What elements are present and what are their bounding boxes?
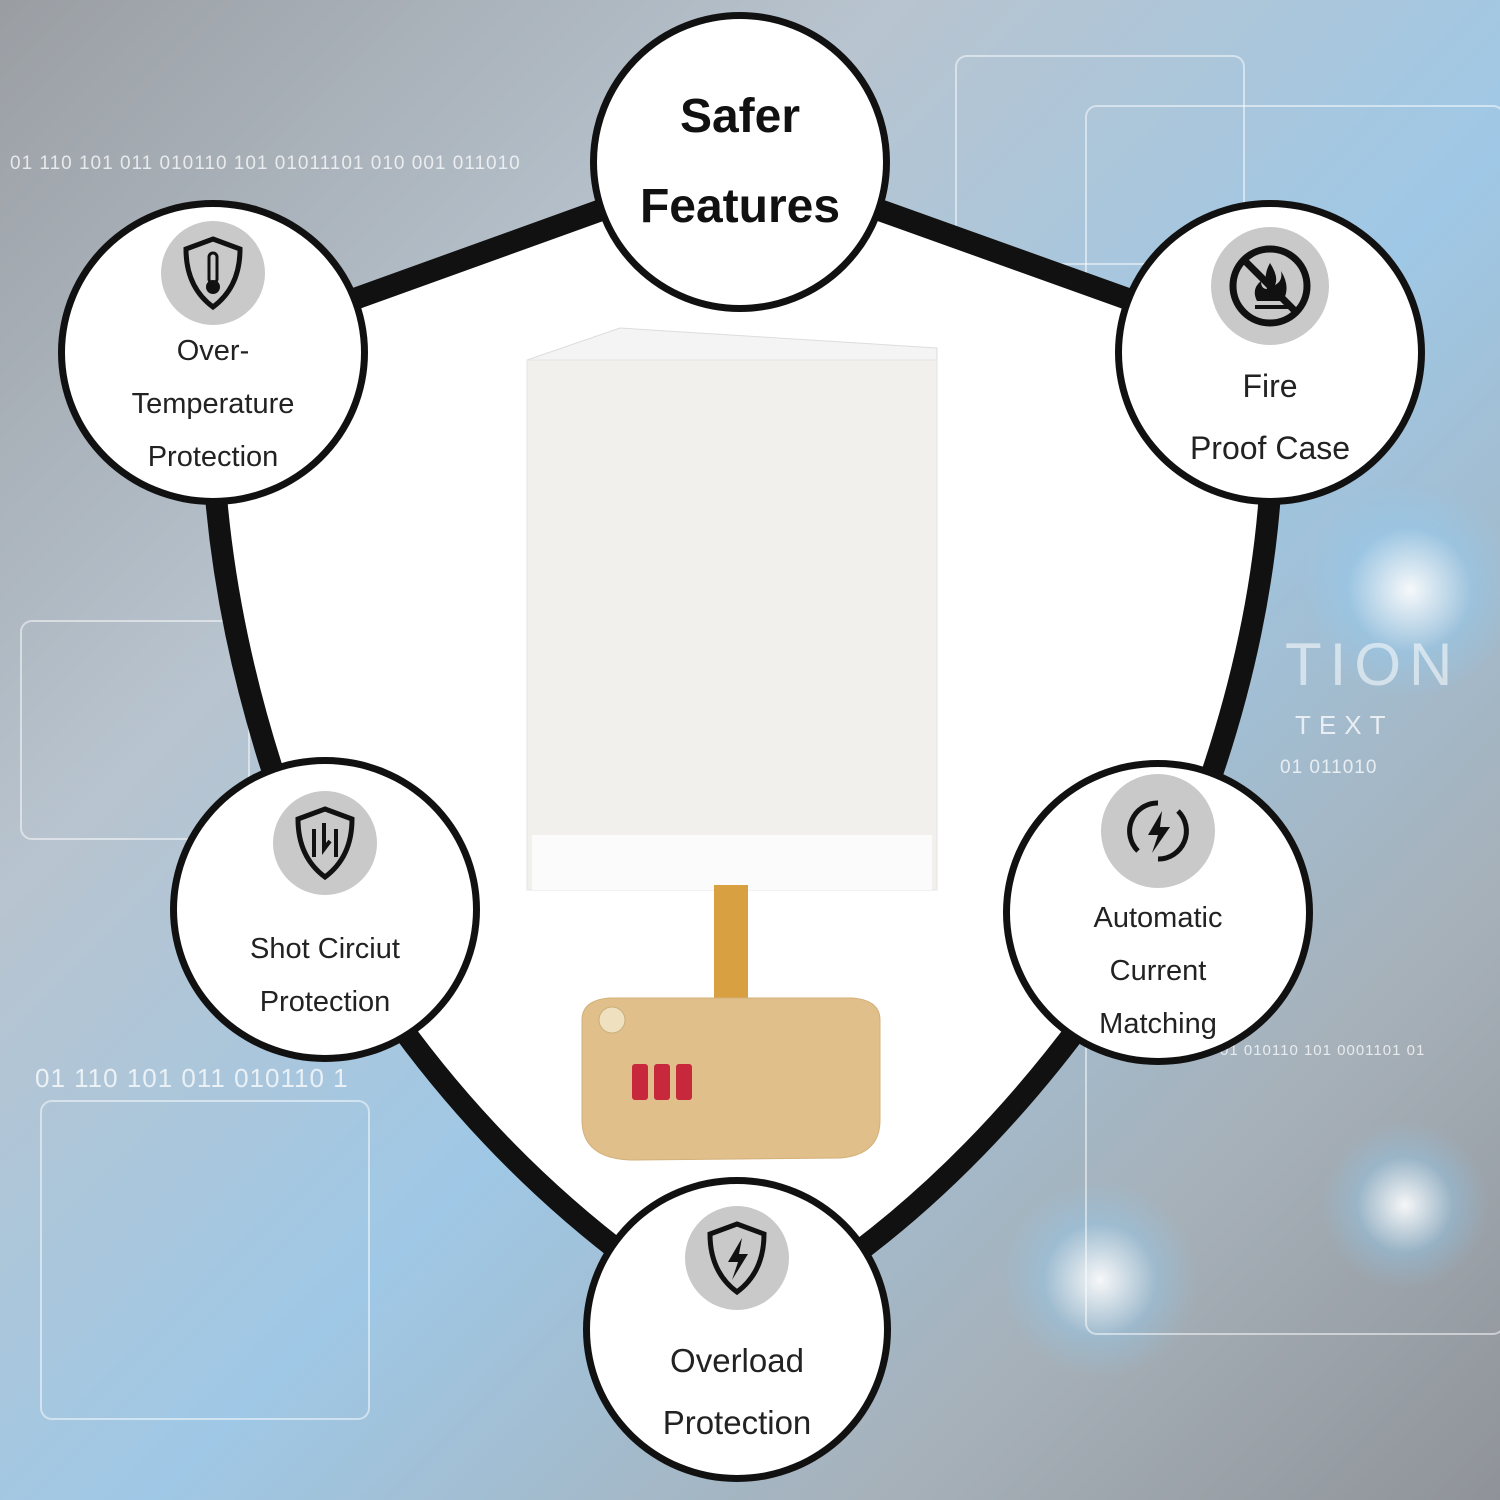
thermometer-shield-icon — [161, 221, 265, 325]
background-binary: 01 010110 101 0001101 01 — [1220, 1042, 1426, 1059]
title-line-2: Features — [639, 180, 841, 233]
background-glow — [1320, 1120, 1490, 1290]
feature-label: Shot Circiut — [250, 932, 400, 965]
usb-ports — [632, 1064, 692, 1100]
background-glow — [1000, 1180, 1200, 1380]
feature-label: Protection — [259, 985, 391, 1018]
feature-overload: Overload Protection — [583, 1177, 891, 1482]
background-binary: 01 110 101 011 010110 1 — [35, 1063, 349, 1093]
title-circle: Safer Features — [590, 12, 890, 312]
feature-short-circuit: Shot Circiut Protection — [170, 757, 480, 1062]
bolt-shield-icon — [685, 1205, 789, 1310]
background-glow — [1300, 480, 1500, 700]
feature-label: Protection — [662, 1403, 812, 1441]
feature-automatic-current: Automatic Current Matching — [1003, 760, 1313, 1065]
power-cycle-bolt-icon — [1101, 774, 1215, 888]
lamp-image — [526, 327, 938, 1161]
no-fire-icon — [1211, 226, 1329, 345]
feature-label: Matching — [1099, 1008, 1217, 1040]
feature-label: Protection — [147, 441, 279, 473]
background-word: TION — [1285, 631, 1461, 698]
background-word: TEXT — [1295, 710, 1394, 740]
feature-label: Fire — [1242, 367, 1298, 404]
feature-label: Over- — [176, 335, 250, 367]
feature-label: Current — [1109, 955, 1207, 987]
feature-label: Automatic — [1093, 902, 1223, 934]
title-line-1: Safer — [679, 90, 801, 143]
feature-over-temperature: Over- Temperature Protection — [58, 200, 368, 505]
background-binary: 01 110 101 011 010110 101 01011101 010 0… — [10, 153, 521, 174]
feature-fire-proof: Fire Proof Case — [1115, 200, 1425, 505]
background-binary: 01 011010 — [1280, 757, 1378, 778]
short-circuit-shield-icon — [273, 790, 377, 895]
feature-label: Overload — [670, 1341, 804, 1379]
background-frame — [955, 55, 1245, 265]
background-frame — [40, 1100, 370, 1420]
feature-label: Temperature — [131, 388, 295, 420]
feature-label: Proof Case — [1189, 429, 1351, 466]
